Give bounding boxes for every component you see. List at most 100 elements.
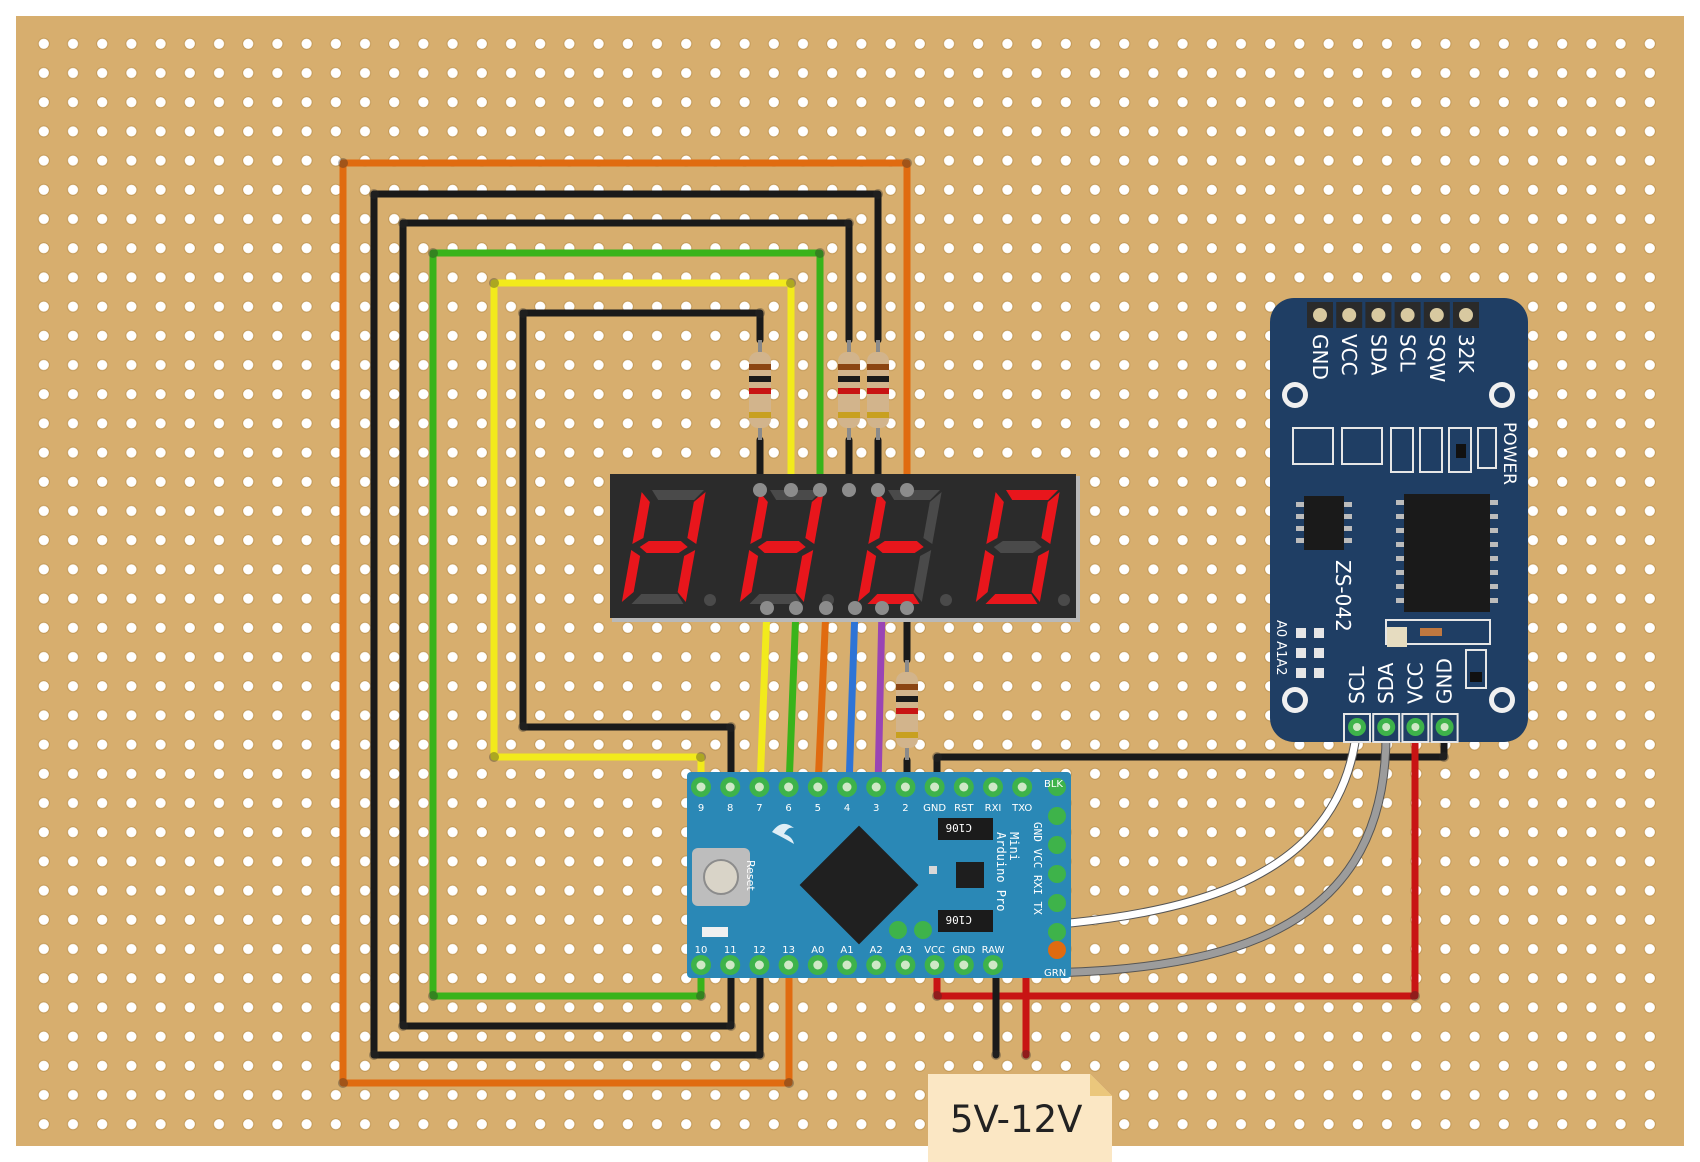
pin-label: 5 (815, 803, 821, 814)
display-pin (871, 483, 885, 497)
wire-end-dot (428, 248, 438, 258)
wire-black-11 (519, 309, 735, 791)
wire-end-dot (489, 278, 499, 288)
wire-black-2 (370, 190, 882, 344)
arduino-pin-8: 8 (720, 777, 741, 814)
pin-hole (930, 782, 940, 792)
arduino-pin-6: 6 (778, 777, 799, 814)
wire-orange-1 (339, 159, 793, 1087)
segment-e (857, 550, 877, 602)
wire-red-23 (933, 723, 1419, 1000)
wire-end-dot (932, 991, 942, 1001)
chip-leg (1344, 538, 1352, 543)
display-pin (875, 601, 889, 615)
rtc-pin-frame (1430, 713, 1459, 743)
arduino-pin-11: 11 (720, 945, 741, 975)
display-pin (842, 483, 856, 497)
pin-label: 11 (724, 945, 737, 956)
rtc-pin-label: GND (1433, 658, 1457, 704)
segment-e (975, 550, 995, 602)
chip-leg (1296, 514, 1304, 519)
chip-leg (1344, 514, 1352, 519)
rtc-pin-SCL (1400, 308, 1415, 322)
pin-hole (754, 960, 764, 970)
arduino-pin-2: 2 (895, 777, 916, 814)
display-pin (900, 601, 914, 615)
pin-hole (842, 782, 852, 792)
display-pin (760, 601, 774, 615)
wire-yellow-8 (490, 279, 795, 494)
power-label-tab: 5V-12V (928, 1074, 1112, 1162)
pin-label: A0 (811, 945, 824, 956)
rtc-pin-32K (1459, 308, 1473, 322)
segment-g (757, 541, 806, 553)
arduino-pin-RAW: RAW (982, 945, 1005, 975)
seven-segment-display (610, 474, 1080, 622)
pin-label: 13 (782, 945, 795, 956)
chip-leg (1490, 570, 1498, 575)
rtc-pin-label: SDA (1374, 662, 1398, 704)
rtc-pin-frame (1372, 713, 1401, 743)
address-pads (1296, 628, 1324, 678)
pin-label: RAW (982, 945, 1005, 956)
wire-end-dot (398, 1021, 408, 1031)
rtc-pin-frame (1401, 713, 1430, 743)
wire-end-dot (726, 1021, 736, 1031)
chip-leg (1396, 542, 1404, 547)
segment-g (875, 541, 924, 553)
display-pin (813, 483, 827, 497)
arduino-side-pin (1048, 807, 1066, 825)
pin-hole (813, 960, 823, 970)
pin-hole (754, 782, 764, 792)
rtc-pin-SQW (1429, 308, 1444, 322)
chip-leg (1396, 584, 1404, 589)
wire-end-dot (518, 308, 528, 318)
resistor-band (867, 388, 889, 394)
pin-hole (871, 782, 881, 792)
wire-end-dot (489, 752, 499, 762)
chip-leg (1396, 598, 1404, 603)
segment-b (923, 492, 942, 544)
pin-hole (988, 782, 998, 792)
arduino-pin-A0: A0 (807, 945, 828, 975)
pin-label: RST (954, 803, 974, 814)
pin-label: A1 (840, 945, 853, 956)
segment-b (1041, 492, 1060, 544)
chip-leg (1296, 526, 1304, 531)
chip-leg (1344, 502, 1352, 507)
board-name-2: Arduino Pro (994, 832, 1008, 911)
pin-label: 8 (727, 803, 733, 814)
digit-1 (621, 490, 716, 606)
wire-end-dot (902, 158, 912, 168)
resistor-band (867, 412, 889, 418)
pin-hole (900, 960, 910, 970)
pin-hole (842, 960, 852, 970)
wire-end-dot (932, 752, 942, 762)
rtc-pin-VCC (1342, 308, 1357, 322)
wire-end-dot (755, 1050, 765, 1060)
arduino-side-pin (1048, 894, 1066, 912)
wire-green-6 (429, 249, 824, 494)
pin-hole (988, 960, 998, 970)
chip-leg (1396, 570, 1404, 575)
wire-end-dot (696, 752, 706, 762)
arduino-a5-pin (914, 921, 932, 939)
arduino-pin-7: 7 (749, 777, 770, 814)
board-name-1: Mini (1007, 832, 1021, 861)
resistor-band (749, 364, 771, 370)
rtc-pin-frame (1343, 713, 1371, 743)
chip-leg (1396, 500, 1404, 505)
chip-leg (1490, 598, 1498, 603)
display-pin (848, 601, 862, 615)
wire-end-dot (755, 308, 765, 318)
decimal-point (940, 594, 952, 606)
wire-end-dot (815, 248, 825, 258)
pin-label: RXI (985, 803, 1002, 814)
wire-end-dot (786, 278, 796, 288)
segment-e (621, 550, 641, 602)
pin-hole (725, 960, 735, 970)
wire-end-dot (369, 189, 379, 199)
